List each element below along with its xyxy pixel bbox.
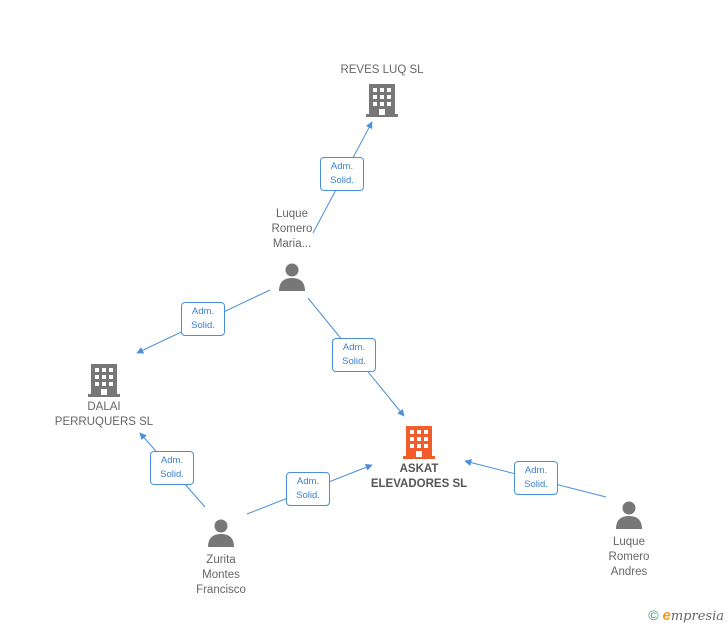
person-icon: [208, 519, 234, 547]
node-reves-luq[interactable]: REVES LUQ SL: [330, 63, 434, 118]
node-luque-romero-andres[interactable]: Luque Romero Andres: [589, 500, 669, 580]
brand-watermark: ©empresia: [648, 607, 724, 624]
node-label: Zurita Montes Francisco: [196, 554, 246, 596]
brand-logo-initial: e: [662, 607, 671, 624]
edge-label: Adm.Solid.: [286, 472, 330, 506]
edge-label: Adm.Solid.: [320, 157, 364, 191]
edge-label: Adm.Solid.: [514, 461, 558, 495]
building-icon: [403, 426, 435, 459]
brand-logo-text: mpresia: [670, 609, 724, 624]
node-label: Luque Romero Andres: [608, 536, 650, 578]
edge-label: Adm.Solid.: [181, 302, 225, 336]
node-label: ASKAT ELEVADORES SL: [370, 463, 468, 490]
node-label: DALAI PERRUQUERS SL: [54, 401, 154, 428]
person-icon: [279, 263, 305, 291]
node-askat-elevadores[interactable]: ASKAT ELEVADORES SL: [364, 424, 474, 492]
node-label: REVES LUQ SL: [340, 64, 424, 76]
copyright-icon: ©: [648, 607, 659, 623]
node-zurita-montes-francisco[interactable]: Zurita Montes Francisco: [181, 518, 261, 598]
node-label: Luque Romero Maria...: [271, 208, 313, 250]
edge-label: Adm.Solid.: [150, 451, 194, 485]
node-luque-romero-maria[interactable]: Luque Romero Maria...: [252, 207, 332, 292]
edge-label: Adm.Solid.: [332, 338, 376, 372]
building-icon: [366, 84, 398, 117]
node-dalai-perruquers[interactable]: DALAI PERRUQUERS SL: [52, 362, 156, 430]
building-icon: [88, 364, 120, 397]
person-icon: [616, 501, 642, 529]
